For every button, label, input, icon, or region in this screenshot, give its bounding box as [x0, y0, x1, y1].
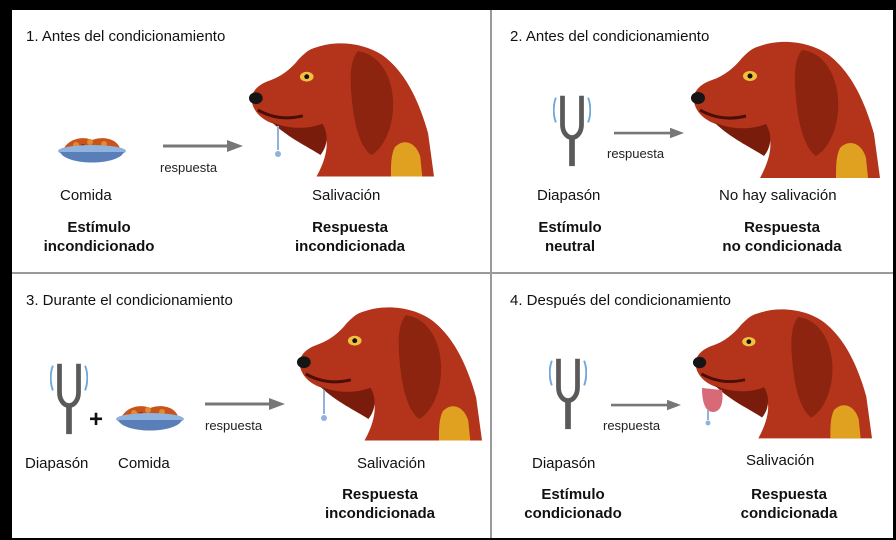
tuning-fork-icon — [50, 360, 88, 436]
dog-head-icon — [690, 38, 880, 178]
arrow-label: respuesta — [205, 418, 262, 433]
response-caption: Salivación — [312, 187, 380, 204]
response-type: Respuesta incondicionada — [275, 218, 425, 256]
plus-icon: + — [89, 406, 103, 434]
arrow-label: respuesta — [607, 146, 664, 161]
tuning-fork-icon — [553, 92, 591, 168]
saliva-drip-icon — [272, 126, 284, 160]
response-caption: No hay salivación — [719, 187, 837, 204]
response-type: Respuesta incondicionada — [305, 485, 455, 523]
stimulus-type: Estímulo condicionado — [508, 485, 638, 523]
arrow-icon — [163, 140, 243, 152]
panel-divider-vertical — [490, 10, 492, 538]
food-bowl-icon — [56, 136, 128, 170]
arrow-label: respuesta — [603, 418, 660, 433]
stimulus-caption: Comida — [60, 187, 112, 204]
arrow-label: respuesta — [160, 160, 217, 175]
stimulus-caption: Diapasón — [25, 455, 88, 472]
food-bowl-icon — [114, 404, 186, 438]
panel-title: 2. Antes del condicionamiento — [510, 28, 709, 45]
response-caption: Salivación — [357, 455, 425, 472]
stimulus-caption: Diapasón — [537, 187, 600, 204]
response-type: Respuesta no condicionada — [702, 218, 862, 256]
panel-title: 3. Durante el condicionamiento — [26, 292, 233, 309]
tuning-fork-icon — [549, 355, 587, 431]
stimulus-caption: Diapasón — [532, 455, 595, 472]
response-caption: Salivación — [746, 452, 814, 469]
dog-tongue-icon — [700, 386, 726, 426]
arrow-icon — [205, 398, 285, 410]
stimulus-type: Estímulo neutral — [510, 218, 630, 256]
panel-divider-horizontal — [12, 272, 893, 274]
panel-title: 1. Antes del condicionamiento — [26, 28, 225, 45]
saliva-drip-icon — [318, 390, 330, 424]
stimulus-caption-2: Comida — [118, 455, 170, 472]
stimulus-type: Estímulo incondicionado — [24, 218, 174, 256]
arrow-icon — [614, 127, 684, 139]
response-type: Respuesta condicionada — [714, 485, 864, 523]
arrow-icon — [611, 399, 681, 411]
